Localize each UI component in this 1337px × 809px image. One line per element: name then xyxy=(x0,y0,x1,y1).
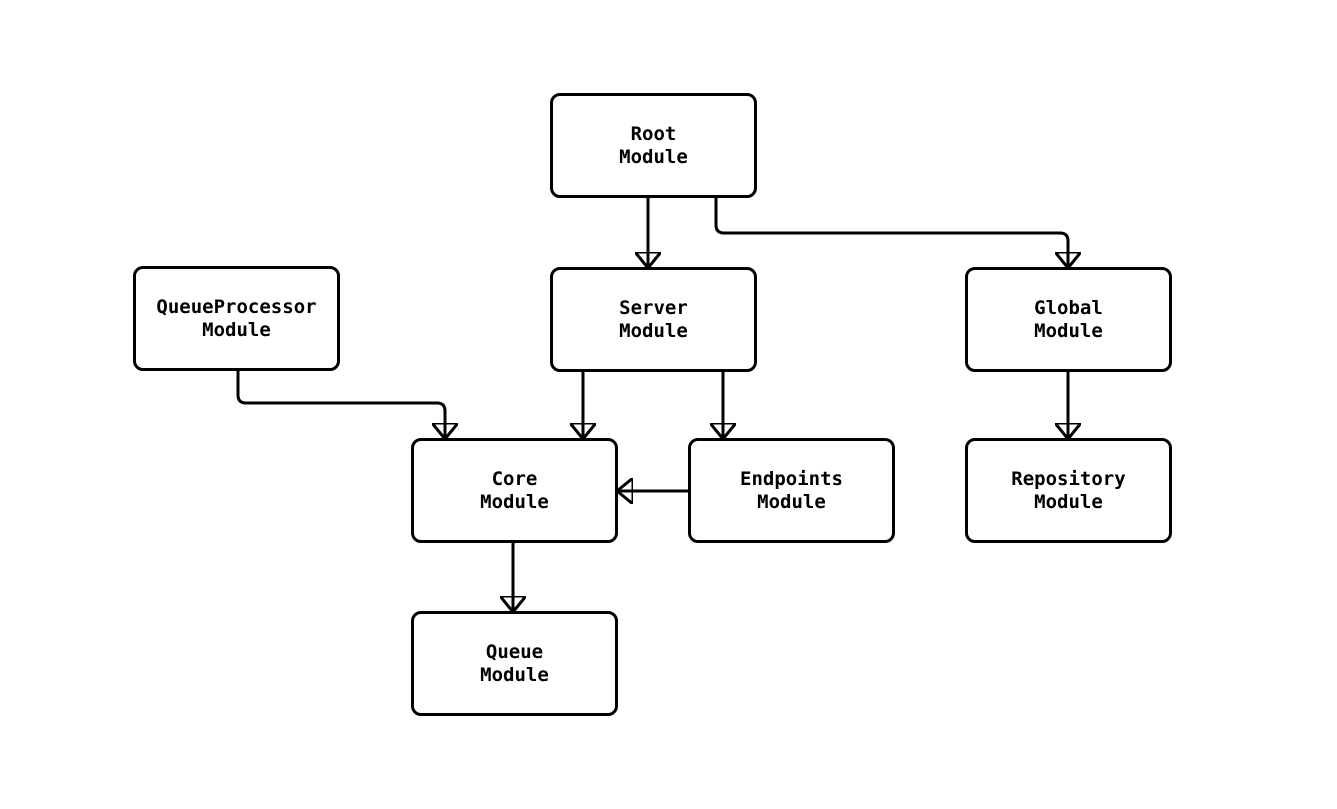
node-server-module-label: Server Module xyxy=(619,296,688,342)
node-core-module: Core Module xyxy=(411,438,618,543)
node-server-module: Server Module xyxy=(550,267,757,372)
edge-queueprocessor-to-core xyxy=(236,371,445,438)
node-queueprocessor-module: QueueProcessor Module xyxy=(133,266,340,371)
node-global-module: Global Module xyxy=(965,267,1172,372)
node-core-module-label: Core Module xyxy=(480,467,549,513)
node-root-module: Root Module xyxy=(550,93,757,198)
node-repository-module-label: Repository Module xyxy=(1011,467,1126,513)
node-queueprocessor-module-label: QueueProcessor Module xyxy=(156,295,317,341)
node-global-module-label: Global Module xyxy=(1034,296,1103,342)
node-queue-module: Queue Module xyxy=(411,611,618,716)
node-endpoints-module: Endpoints Module xyxy=(688,438,895,543)
node-endpoints-module-label: Endpoints Module xyxy=(740,467,843,513)
node-repository-module: Repository Module xyxy=(965,438,1172,543)
node-root-module-label: Root Module xyxy=(619,122,688,168)
edge-root-to-global xyxy=(714,198,1068,267)
node-queue-module-label: Queue Module xyxy=(480,640,549,686)
